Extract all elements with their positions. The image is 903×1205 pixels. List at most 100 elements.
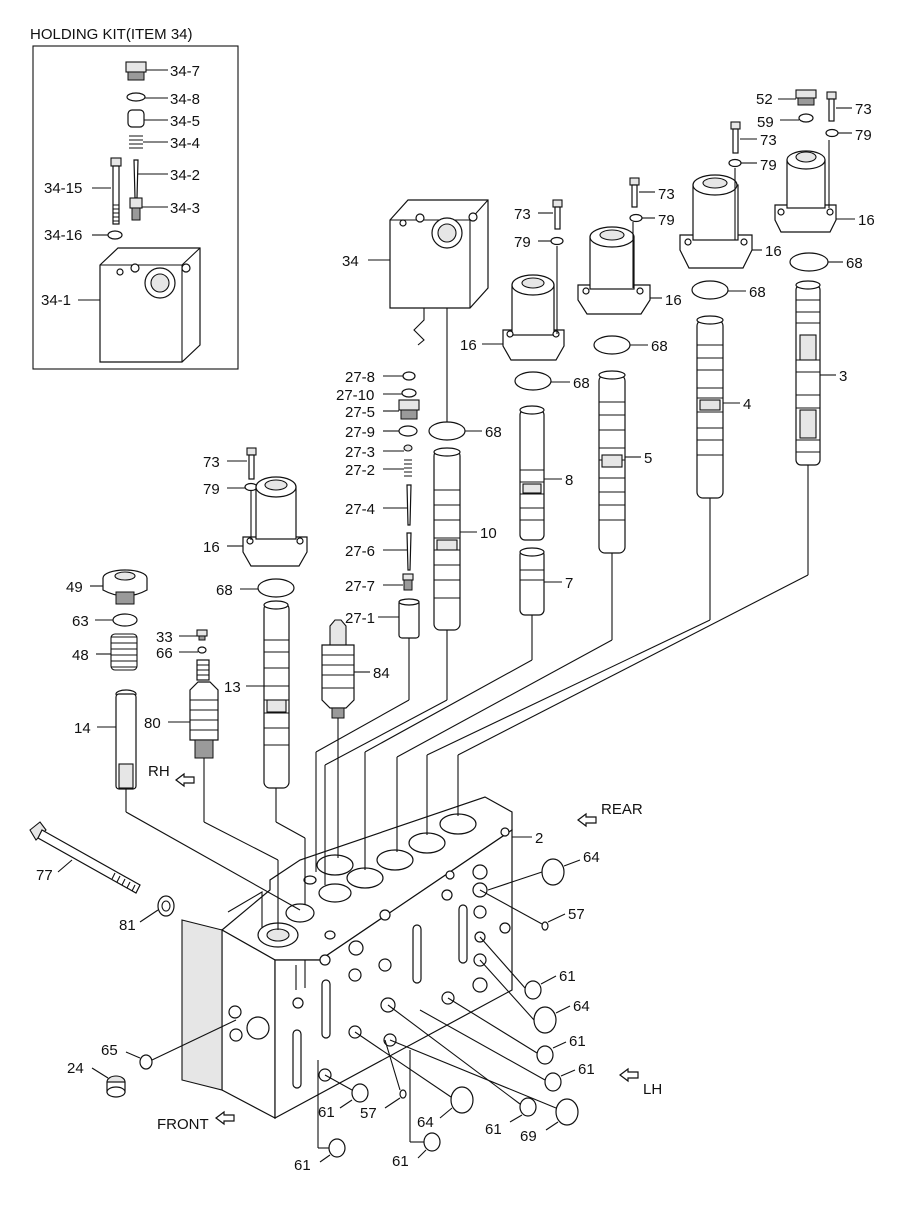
- valve-84: [321, 619, 370, 719]
- cap-52: [778, 89, 817, 106]
- pin-27-6: [406, 532, 412, 571]
- washer-79-third: [629, 213, 643, 223]
- kit-label-34-1: 34-1: [41, 292, 71, 309]
- direction-rh: RH: [148, 763, 170, 780]
- washer-79-fourth: [550, 236, 564, 246]
- o-ring-63: [112, 613, 138, 627]
- label-64-a: 64: [583, 849, 600, 866]
- label-64-b: 64: [573, 998, 590, 1015]
- label-81: 81: [119, 917, 136, 934]
- direction-rear: REAR: [601, 801, 643, 818]
- label-84: 84: [373, 665, 390, 682]
- label-16-middle: 16: [460, 337, 477, 354]
- label-27-3: 27-3: [345, 444, 375, 461]
- rear-arrow-icon: [577, 812, 597, 828]
- o-ring-59: [798, 113, 814, 123]
- o-ring-61-a: [479, 936, 557, 1000]
- spring-27-2: [383, 459, 412, 477]
- label-65: 65: [101, 1042, 118, 1059]
- label-2: 2: [535, 830, 543, 847]
- label-5: 5: [644, 450, 652, 467]
- label-79-fourth: 79: [514, 234, 531, 251]
- bolt-73-fourth: [538, 199, 563, 230]
- o-ring-27-8: [402, 371, 416, 381]
- spring-48: [96, 633, 138, 671]
- washer-81: [157, 895, 175, 917]
- o-ring-68-e: [428, 421, 466, 441]
- o-ring-64-b: [479, 959, 571, 1034]
- washer-79-left: [244, 482, 258, 492]
- o-ring-61-d: [387, 1004, 537, 1123]
- holding-kit-panel: HOLDING KIT(ITEM 34) 34-7 34-8 34-5 34-4…: [30, 26, 239, 370]
- label-33: 33: [156, 629, 173, 646]
- solenoid-16-third: [577, 222, 662, 315]
- screw-27-7: [383, 573, 414, 591]
- plug-49: [90, 569, 148, 605]
- kit-pin-34-2: [133, 159, 139, 199]
- screw-33: [179, 629, 208, 641]
- label-79-third: 79: [658, 212, 675, 229]
- label-24: 24: [67, 1060, 84, 1077]
- label-16-second: 16: [765, 243, 782, 260]
- o-ring-61-b: [447, 997, 567, 1065]
- o-ring-68-b: [691, 280, 729, 300]
- o-ring-27-9: [398, 425, 418, 437]
- label-61-a: 61: [559, 968, 576, 985]
- spool-4: [696, 315, 740, 499]
- label-57-a: 57: [568, 906, 585, 923]
- label-27-1: 27-1: [345, 610, 375, 627]
- kit-bolt-34-15: [92, 157, 122, 225]
- holding-kit-title: HOLDING KIT(ITEM 34): [30, 26, 193, 43]
- kit-washer-34-16: [107, 230, 123, 240]
- lh-arrow-icon: [619, 1067, 639, 1083]
- label-27-5: 27-5: [345, 404, 375, 421]
- kit-block-34-1: [78, 247, 201, 363]
- o-ring-69: [389, 1039, 579, 1131]
- kit-label-34-8: 34-8: [170, 91, 200, 108]
- o-ring-68-f: [257, 578, 295, 598]
- label-10: 10: [480, 525, 497, 542]
- o-ring-61-c: [419, 1009, 576, 1092]
- label-79-left: 79: [203, 481, 220, 498]
- label-8: 8: [565, 472, 573, 489]
- plug-24: [91, 1067, 126, 1098]
- o-ring-68-d: [514, 371, 552, 391]
- direction-lh: LH: [643, 1081, 662, 1098]
- kit-cap-34-5: [127, 109, 145, 128]
- o-ring-68-a: [789, 252, 829, 272]
- bolt-73-second: [730, 121, 757, 154]
- label-64-c: 64: [417, 1114, 434, 1131]
- label-3: 3: [839, 368, 847, 385]
- kit-label-34-4: 34-4: [170, 135, 200, 152]
- label-27-9: 27-9: [345, 424, 375, 441]
- label-79-right: 79: [855, 127, 872, 144]
- bolt-73-right: [826, 91, 852, 122]
- label-27-8: 27-8: [345, 369, 375, 386]
- o-ring-61-f: [324, 1074, 369, 1109]
- label-61-e: 61: [392, 1153, 409, 1170]
- label-61-f: 61: [318, 1104, 335, 1121]
- label-77: 77: [36, 867, 53, 884]
- label-61-d: 61: [485, 1121, 502, 1138]
- label-27-10: 27-10: [336, 387, 374, 404]
- label-73-second: 73: [760, 132, 777, 149]
- label-68-d: 68: [573, 375, 590, 392]
- holding-kit-frame: [32, 45, 239, 370]
- sleeve-27-1: [378, 598, 420, 639]
- kit-o-ring-34-8: [126, 92, 146, 102]
- label-13: 13: [224, 679, 241, 696]
- plug-27-5: [383, 399, 420, 420]
- pin-27-4: [406, 484, 412, 526]
- label-73-left: 73: [203, 454, 220, 471]
- label-68-f: 68: [216, 582, 233, 599]
- bolt-73-third: [629, 177, 655, 208]
- kit-label-34-5: 34-5: [170, 113, 200, 130]
- o-ring-61-g: [317, 1060, 346, 1163]
- label-4: 4: [743, 396, 751, 413]
- label-52: 52: [756, 91, 773, 108]
- spool-13: [246, 600, 290, 789]
- kit-screw-34-3: [129, 197, 168, 221]
- solenoid-16-left: [227, 476, 308, 567]
- o-ring-66: [197, 646, 207, 654]
- label-34: 34: [342, 253, 359, 270]
